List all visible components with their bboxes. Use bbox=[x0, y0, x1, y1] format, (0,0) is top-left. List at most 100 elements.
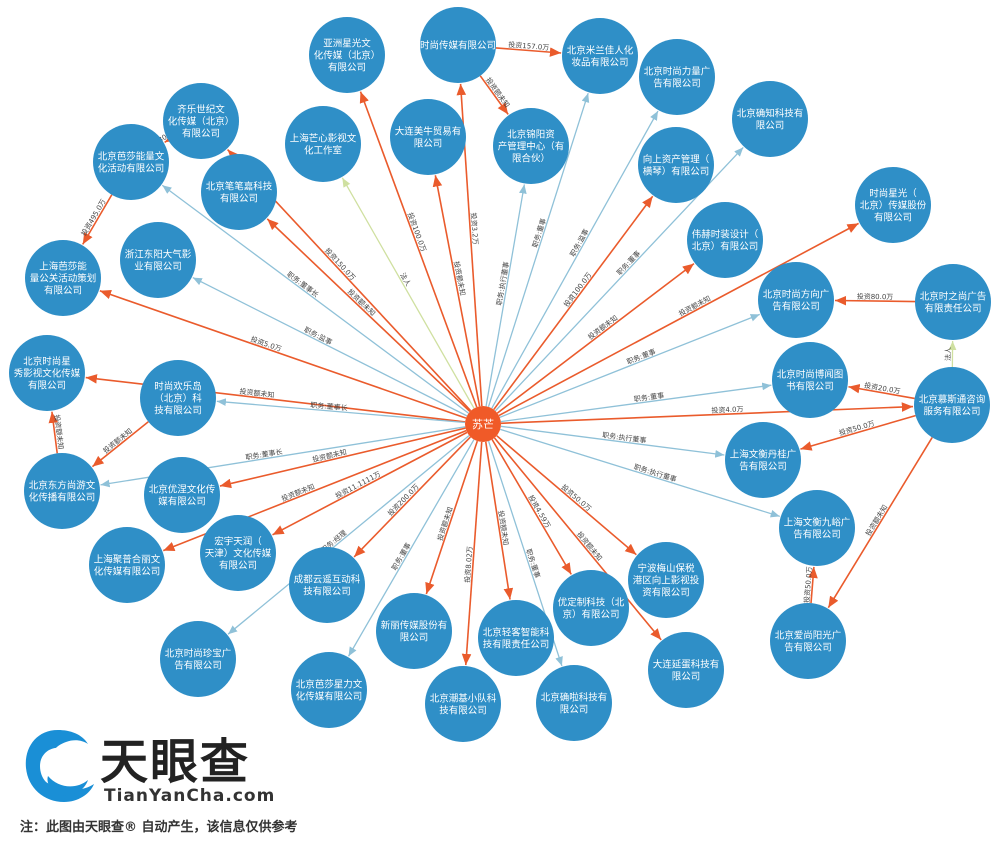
company-node[interactable]: 北京确啦科技有限公司 bbox=[536, 665, 612, 741]
company-node[interactable]: 上海文衡丹桂广告有限公司 bbox=[725, 422, 801, 498]
edge-label: 投资50.0万 bbox=[802, 566, 814, 603]
edge-label: 职务:董事长 bbox=[285, 270, 320, 300]
company-node[interactable]: 大连延蛋科技有限公司 bbox=[648, 632, 724, 708]
edge-label: 投资4.0万 bbox=[711, 404, 743, 414]
company-node-circle[interactable] bbox=[915, 264, 991, 340]
company-node-circle[interactable] bbox=[648, 632, 724, 708]
company-node[interactable]: 大连美牛贸易有限公司 bbox=[390, 99, 466, 175]
company-node[interactable]: 向上资产管理（横琴）有限公司 bbox=[638, 127, 714, 203]
company-node-circle[interactable] bbox=[914, 367, 990, 443]
company-node[interactable]: 北京时尚星秀影视文化传媒有限公司 bbox=[9, 335, 85, 411]
company-node[interactable]: 宁波梅山保税港区向上影视投资有限公司 bbox=[628, 542, 704, 618]
company-node-circle[interactable] bbox=[144, 457, 220, 533]
center-person-circle[interactable] bbox=[465, 406, 501, 442]
company-node[interactable]: 北京时尚力量广告有限公司 bbox=[639, 39, 715, 115]
edge-center-n31 bbox=[491, 439, 572, 575]
company-node-circle[interactable] bbox=[553, 570, 629, 646]
company-node-circle[interactable] bbox=[772, 342, 848, 418]
company-node[interactable]: 浙江东阳大气影业有限公司 bbox=[120, 222, 196, 298]
company-node-label: 北京慕斯通咨询服务有限公司 bbox=[919, 394, 986, 418]
company-node-circle[interactable] bbox=[291, 652, 367, 728]
company-node-circle[interactable] bbox=[732, 81, 808, 157]
edge-n2-n3 bbox=[495, 47, 562, 57]
company-node[interactable]: 上海聚普合丽文化传媒有限公司 bbox=[89, 527, 165, 603]
edge-center-n10 bbox=[161, 184, 469, 414]
company-node-circle[interactable] bbox=[628, 542, 704, 618]
company-node-label: 时尚星光（北京）传媒股份有限公司 bbox=[860, 188, 927, 224]
company-node[interactable]: 北京时尚珍宝广告有限公司 bbox=[160, 621, 236, 697]
company-node[interactable]: 北京时之尚广告有限责任公司 bbox=[915, 264, 991, 340]
company-node-circle[interactable] bbox=[478, 600, 554, 676]
company-node[interactable]: 北京芭莎能量文化活动有限公司 bbox=[93, 124, 169, 200]
company-node[interactable]: 上海芭莎能量公关活动策划有限公司 bbox=[25, 240, 101, 316]
company-node[interactable]: 北京确知科技有限公司 bbox=[732, 81, 808, 157]
company-node-label: 上海聚普合丽文化传媒有限公司 bbox=[94, 554, 161, 578]
company-node-circle[interactable] bbox=[93, 124, 169, 200]
company-node[interactable]: 北京东方尚游文化传播有限公司 bbox=[24, 453, 100, 529]
company-node-circle[interactable] bbox=[376, 593, 452, 669]
company-node-circle[interactable] bbox=[120, 222, 196, 298]
company-node-circle[interactable] bbox=[289, 547, 365, 623]
edge-center-n12 bbox=[266, 218, 471, 413]
company-node[interactable]: 伟赫时装设计（北京）有限公司 bbox=[687, 202, 763, 278]
company-node[interactable]: 时尚传媒有限公司 bbox=[420, 7, 496, 83]
company-node-circle[interactable] bbox=[160, 621, 236, 697]
company-node[interactable]: 宏宇天润（天津）文化传媒有限公司 bbox=[200, 515, 276, 591]
company-node[interactable]: 北京笔笔嘉科技有限公司 bbox=[201, 154, 277, 230]
company-node-circle[interactable] bbox=[25, 240, 101, 316]
company-node[interactable]: 亚洲星光文化传媒（北京）有限公司 bbox=[309, 17, 385, 93]
company-node[interactable]: 新丽传媒股份有限公司 bbox=[376, 593, 452, 669]
company-node[interactable]: 北京爱尚阳光广告有限公司 bbox=[770, 603, 846, 679]
company-node[interactable]: 北京优涅文化传媒有限公司 bbox=[144, 457, 220, 533]
company-node[interactable]: 北京时尚博闻图书有限公司 bbox=[772, 342, 848, 418]
company-node-circle[interactable] bbox=[201, 154, 277, 230]
company-node[interactable]: 成都云遥互动科技有限公司 bbox=[289, 547, 365, 623]
company-node[interactable]: 上海芒心影视文化工作室 bbox=[285, 106, 361, 182]
edge-label: 职务:董事 bbox=[633, 391, 664, 404]
company-node[interactable]: 时尚星光（北京）传媒股份有限公司 bbox=[855, 167, 931, 243]
company-node-circle[interactable] bbox=[89, 527, 165, 603]
company-node-circle[interactable] bbox=[639, 39, 715, 115]
company-node-circle[interactable] bbox=[770, 603, 846, 679]
company-node[interactable]: 北京锦阳资产管理中心（有限合伙） bbox=[493, 108, 569, 184]
company-node-circle[interactable] bbox=[725, 422, 801, 498]
company-node-circle[interactable] bbox=[140, 360, 216, 436]
company-node-circle[interactable] bbox=[758, 262, 834, 338]
company-node-circle[interactable] bbox=[425, 666, 501, 742]
edge-center-n33 bbox=[484, 441, 514, 600]
company-node-circle[interactable] bbox=[200, 515, 276, 591]
company-node-circle[interactable] bbox=[779, 490, 855, 566]
company-node[interactable]: 上海文衡九峪广告有限公司 bbox=[779, 490, 855, 566]
company-node[interactable]: 北京潮基小队科技有限公司 bbox=[425, 666, 501, 742]
company-node-circle[interactable] bbox=[420, 7, 496, 83]
edge-label: 投资额未知 bbox=[484, 76, 512, 110]
company-node-circle[interactable] bbox=[536, 665, 612, 741]
company-node[interactable]: 时尚欢乐岛（北京）科技有限公司 bbox=[140, 360, 216, 436]
edge-center-n15 bbox=[496, 262, 695, 414]
company-node-label: 宁波梅山保税港区向上影视投资有限公司 bbox=[633, 563, 700, 599]
company-node[interactable]: 北京轻客智能科技有限责任公司 bbox=[478, 600, 554, 676]
company-node[interactable]: 北京芭莎星力文化传媒有限公司 bbox=[291, 652, 367, 728]
company-node[interactable]: 北京米兰佳人化妆品有限公司 bbox=[562, 18, 638, 94]
company-node-circle[interactable] bbox=[309, 17, 385, 93]
company-node-circle[interactable] bbox=[562, 18, 638, 94]
company-node-circle[interactable] bbox=[285, 106, 361, 182]
company-node-circle[interactable] bbox=[638, 127, 714, 203]
center-person-node[interactable]: 苏芒 bbox=[465, 406, 501, 442]
company-node-circle[interactable] bbox=[9, 335, 85, 411]
company-node[interactable]: 北京时尚方向广告有限公司 bbox=[758, 262, 834, 338]
company-node-circle[interactable] bbox=[24, 453, 100, 529]
edge-n22-n36 bbox=[827, 437, 933, 609]
edge-label: 投资额未知 bbox=[677, 294, 712, 318]
edge-center-n18 bbox=[499, 313, 760, 418]
company-node-label: 伟赫时装设计（北京）有限公司 bbox=[692, 229, 759, 253]
company-node-circle[interactable] bbox=[390, 99, 466, 175]
company-node[interactable]: 优定制科技（北京）有限公司 bbox=[553, 570, 629, 646]
company-node-circle[interactable] bbox=[687, 202, 763, 278]
company-node-circle[interactable] bbox=[855, 167, 931, 243]
company-node[interactable]: 齐乐世纪文化传媒（北京）有限公司 bbox=[163, 83, 239, 159]
company-node-circle[interactable] bbox=[163, 83, 239, 159]
company-node[interactable]: 北京慕斯通咨询服务有限公司 bbox=[914, 367, 990, 443]
company-node-circle[interactable] bbox=[493, 108, 569, 184]
